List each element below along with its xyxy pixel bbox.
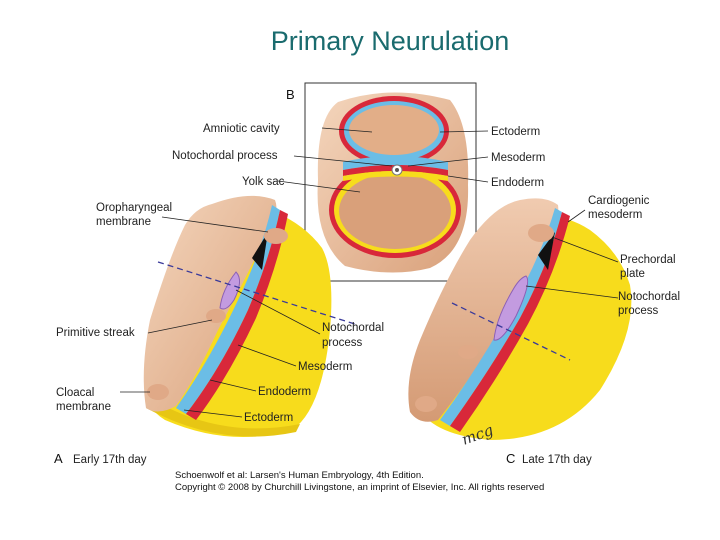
panel-c-notochordal-process bbox=[493, 275, 529, 341]
panel-c-prechordal-plate bbox=[528, 224, 554, 242]
label-notochordal-process-c-1: Notochordal bbox=[618, 291, 680, 303]
panel-a-node bbox=[206, 309, 226, 323]
panel-a-letter: A bbox=[54, 451, 63, 466]
label-oropharyngeal-1: Oropharyngeal bbox=[96, 202, 172, 214]
label-primitive-streak: Primitive streak bbox=[56, 327, 135, 339]
panel-a-tissue bbox=[143, 195, 277, 412]
leader-lines bbox=[120, 127, 619, 418]
caption-copyright: Copyright © 2008 by Churchill Livingston… bbox=[175, 482, 544, 493]
panel-b-letter: B bbox=[286, 87, 295, 102]
label-mesoderm-a: Mesoderm bbox=[298, 361, 352, 373]
label-cardiogenic-2: mesoderm bbox=[588, 209, 642, 221]
structure-labels: Amniotic cavity Notochordal process Yolk… bbox=[56, 123, 680, 424]
panel-c-embryo: C Late 17th day mcg bbox=[408, 198, 632, 466]
panel-a-notochordal-process bbox=[219, 271, 240, 310]
panel-c-mesoderm-edge bbox=[450, 212, 570, 432]
label-cloacal-1: Cloacal bbox=[56, 387, 94, 399]
label-endoderm-a: Endoderm bbox=[258, 386, 311, 398]
label-amniotic-cavity: Amniotic cavity bbox=[203, 123, 280, 135]
label-endoderm-b: Endoderm bbox=[491, 177, 544, 189]
panel-c-dark-groove bbox=[538, 232, 555, 270]
panel-a-ectoderm-edge bbox=[176, 205, 280, 414]
label-oropharyngeal-2: membrane bbox=[96, 216, 151, 228]
yolk-sac-fill bbox=[339, 173, 451, 249]
panel-c-tissue bbox=[408, 198, 559, 422]
panel-c-section-line bbox=[451, 302, 571, 361]
panel-a-cloacal-membrane bbox=[147, 384, 169, 400]
label-prechordal-1: Prechordal bbox=[620, 254, 676, 266]
label-ectoderm-b: Ectoderm bbox=[491, 126, 540, 138]
panel-c-label: Late 17th day bbox=[522, 454, 592, 466]
panel-b-frame bbox=[304, 82, 477, 282]
label-notochordal-process-a-1: Notochordal bbox=[322, 322, 384, 334]
label-yolk-sac: Yolk sac bbox=[242, 176, 285, 188]
label-mesoderm-b: Mesoderm bbox=[491, 152, 545, 164]
panel-a-embryo: A Early 17th day bbox=[54, 195, 359, 466]
panel-b-ectoderm bbox=[343, 156, 448, 170]
label-notochordal-process-c-2: process bbox=[618, 305, 659, 317]
figure-caption: Schoenwolf et al: Larsen's Human Embryol… bbox=[175, 470, 544, 493]
amniotic-cavity-fill bbox=[349, 105, 439, 155]
label-notochordal-process-a-2: process bbox=[322, 337, 363, 349]
panel-b-cross-section: B bbox=[286, 82, 477, 282]
label-notochordal-process-b: Notochordal process bbox=[172, 150, 278, 162]
label-cloacal-2: membrane bbox=[56, 401, 111, 413]
panel-c-letter: C bbox=[506, 451, 515, 466]
page-title: Primary Neurulation bbox=[270, 26, 510, 56]
panel-c-cloacal-membrane bbox=[415, 396, 437, 412]
panel-a-oropharyngeal-membrane bbox=[264, 228, 288, 244]
panel-c-node bbox=[458, 345, 478, 359]
panel-b-endoderm bbox=[343, 171, 448, 181]
panel-a-section-line bbox=[157, 261, 359, 326]
label-ectoderm-a: Ectoderm bbox=[244, 412, 293, 424]
panel-a-label: Early 17th day bbox=[73, 454, 147, 466]
label-cardiogenic-1: Cardiogenic bbox=[588, 195, 650, 207]
panel-a-dark-groove bbox=[252, 232, 268, 270]
caption-source: Schoenwolf et al: Larsen's Human Embryol… bbox=[175, 470, 424, 481]
label-prechordal-2: plate bbox=[620, 268, 645, 280]
